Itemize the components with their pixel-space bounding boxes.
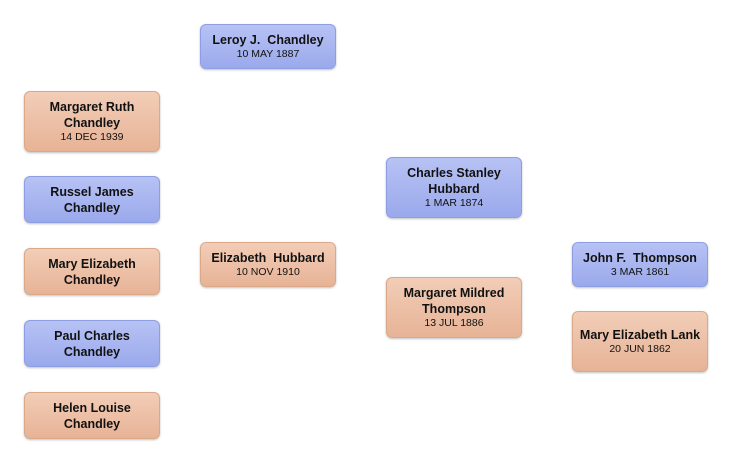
person-birth-date: 20 JUN 1862 [609,343,671,355]
person-card-mary-elizabeth-lank[interactable]: Mary Elizabeth Lank 20 JUN 1862 [572,311,708,372]
person-card-russel-james-chandley[interactable]: Russel James Chandley [24,176,160,223]
person-card-margaret-mildred-thompson[interactable]: Margaret Mildred Thompson 13 JUL 1886 [386,277,522,338]
person-birth-date: 1 MAR 1874 [424,197,484,209]
person-name: Charles Stanley Hubbard [407,166,505,196]
person-name: Helen Louise Chandley [53,400,135,431]
person-name: Paul Charles Chandley [54,328,134,359]
person-birth-date: 10 NOV 1910 [236,266,300,278]
person-name: Margaret Mildred Thompson [403,286,508,316]
person-name: Elizabeth Hubbard [211,251,325,265]
person-name: Mary Elizabeth Lank [579,328,701,342]
person-name: Mary Elizabeth Chandley [48,256,140,287]
person-card-elizabeth-hubbard[interactable]: Elizabeth Hubbard 10 NOV 1910 [200,242,336,287]
person-card-helen-louise-chandley[interactable]: Helen Louise Chandley [24,392,160,439]
person-card-charles-stanley-hubbard[interactable]: Charles Stanley Hubbard 1 MAR 1874 [386,157,522,218]
person-name: Leroy J. Chandley [212,33,324,47]
person-name: Russel James Chandley [50,184,138,215]
person-card-margaret-ruth-chandley[interactable]: Margaret Ruth Chandley 14 DEC 1939 [24,91,160,152]
person-card-paul-charles-chandley[interactable]: Paul Charles Chandley [24,320,160,367]
person-card-leroy-chandley[interactable]: Leroy J. Chandley 10 MAY 1887 [200,24,336,69]
person-birth-date: 14 DEC 1939 [60,131,124,143]
person-birth-date: 13 JUL 1886 [424,317,484,329]
person-name: Margaret Ruth Chandley [49,100,138,130]
person-card-john-thompson[interactable]: John F. Thompson 3 MAR 1861 [572,242,708,287]
person-card-mary-elizabeth-chandley[interactable]: Mary Elizabeth Chandley [24,248,160,295]
person-birth-date: 10 MAY 1887 [236,48,300,60]
person-birth-date: 3 MAR 1861 [610,266,670,278]
person-name: John F. Thompson [583,251,697,265]
